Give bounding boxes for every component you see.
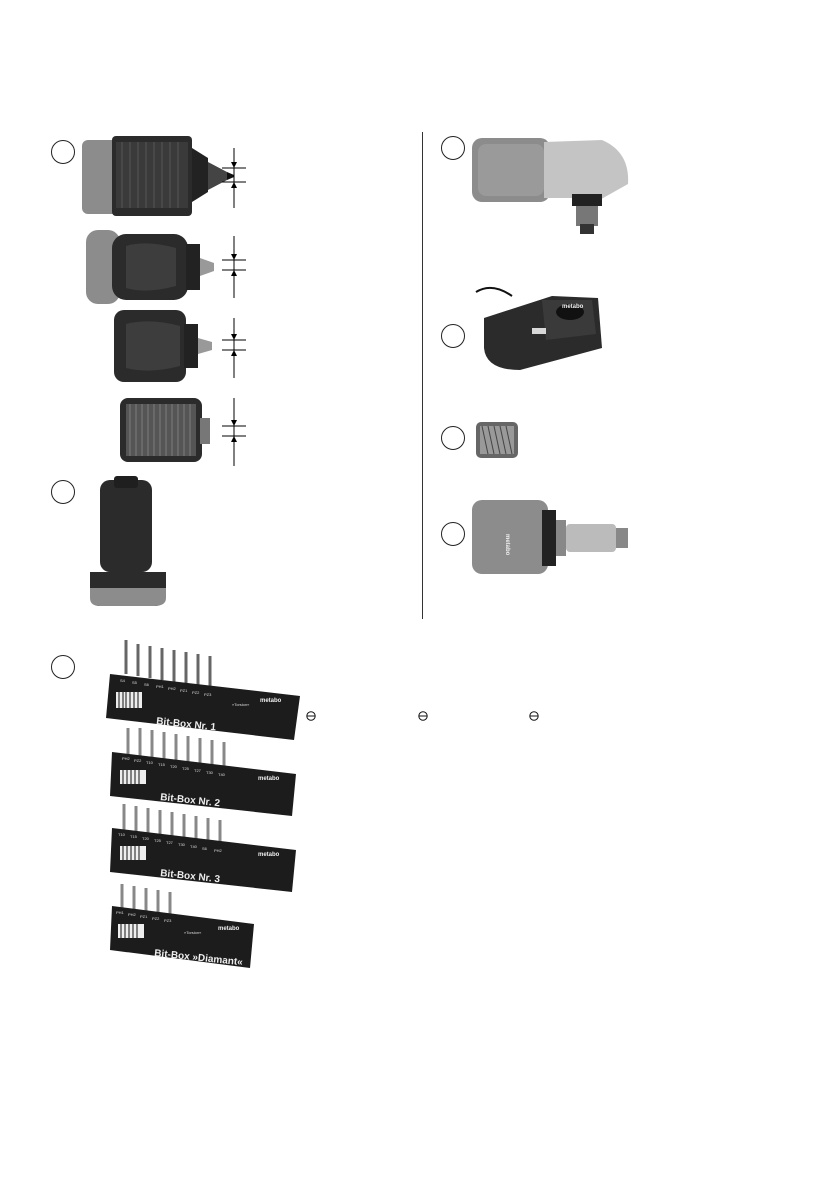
section-marker-f xyxy=(441,426,465,450)
battery-pack-image xyxy=(90,476,166,606)
bit-slot-label: PH1 xyxy=(116,910,125,915)
bit-box-1-tag: »Torsion« xyxy=(232,702,250,707)
circle-bar-symbol-2 xyxy=(418,711,428,721)
column-divider xyxy=(422,132,423,619)
bit-slot-label: PH1 xyxy=(156,684,165,689)
section-marker-g xyxy=(441,522,465,546)
circle-bar-symbol-1 xyxy=(306,711,316,721)
bit-slot-label: T25 xyxy=(182,766,190,771)
bit-slot-label: T15 xyxy=(130,834,138,839)
bit-slot-label: T15 xyxy=(158,762,166,767)
bit-slot-label: T40 xyxy=(190,844,198,849)
section-marker-b xyxy=(51,480,75,504)
battery-charger-image: metabo xyxy=(475,286,602,370)
bit-box-2-brand: metabo xyxy=(258,776,280,782)
bit-slot-label: S4 xyxy=(120,678,126,683)
bit-holder-attachment-image: metabo xyxy=(472,500,628,574)
bit-slot-label: T40 xyxy=(218,772,226,777)
bit-box-3-brand: metabo xyxy=(258,852,280,858)
bit-box-1-brand: metabo xyxy=(260,698,282,704)
knurled-chuck-image xyxy=(120,398,246,466)
keyless-chuck-medium-image xyxy=(86,230,246,304)
bit-slot-label: T30 xyxy=(206,770,214,775)
bit-slot-label: PH2 xyxy=(214,848,223,853)
bit-slot-label: T27 xyxy=(166,840,174,845)
knurled-sleeve-image xyxy=(476,422,518,458)
bit-slot-label: PZ2 xyxy=(152,916,160,921)
bit-slot-label: T10 xyxy=(118,832,126,837)
bit-holder-brand-label: metabo xyxy=(504,534,510,556)
keyless-chuck-large-image xyxy=(82,136,246,216)
bit-slot-label: T10 xyxy=(146,760,154,765)
bit-slot-label: T20 xyxy=(170,764,178,769)
bit-slot-label: S6 xyxy=(202,846,208,851)
bit-slot-label: PZ1 xyxy=(140,914,148,919)
circle-bar-symbol-3 xyxy=(529,711,539,721)
bit-slot-label: PH2 xyxy=(122,756,131,761)
bit-slot-label: PZ3 xyxy=(164,918,172,923)
bit-box-diamant-tag: »Torsion« xyxy=(184,930,202,935)
bit-box-3: T10 T15 T20 T25 T27 T30 T40 S6 PH2 metab… xyxy=(110,804,296,892)
bit-slot-label: T20 xyxy=(142,836,150,841)
bit-slot-label: T25 xyxy=(154,838,162,843)
bit-slot-label: PZ2 xyxy=(134,758,142,763)
bit-slot-label: PH2 xyxy=(168,686,177,691)
bit-slot-label: PH2 xyxy=(128,912,137,917)
bit-slot-label: S5 xyxy=(132,680,138,685)
bit-slot-label: T27 xyxy=(194,768,202,773)
bit-box-1: S4 S5 S6 PH1 PH2 PZ1 PZ2 PZ3 metabo »Tor… xyxy=(106,640,300,740)
bit-slot-label: S6 xyxy=(144,682,150,687)
bit-slot-label: T30 xyxy=(178,842,186,847)
charger-brand-label: metabo xyxy=(562,304,584,310)
bit-box-diamant: PH1 PH2 PZ1 PZ2 PZ3 metabo »Torsion« Bit… xyxy=(110,884,254,968)
bit-slot-label: PZ3 xyxy=(204,692,212,697)
section-marker-a xyxy=(51,140,75,164)
bit-box-2: PH2 PZ2 T10 T15 T20 T25 T27 T30 T40 meta… xyxy=(110,728,296,816)
section-marker-c xyxy=(51,655,75,679)
bit-slot-label: PZ1 xyxy=(180,688,188,693)
bit-box-diamant-brand: metabo xyxy=(218,926,240,932)
angle-attachment-image xyxy=(472,138,629,234)
section-marker-e xyxy=(441,324,465,348)
keyless-chuck-small-image xyxy=(114,310,246,382)
section-marker-d xyxy=(441,136,465,160)
bit-slot-label: PZ2 xyxy=(192,690,200,695)
